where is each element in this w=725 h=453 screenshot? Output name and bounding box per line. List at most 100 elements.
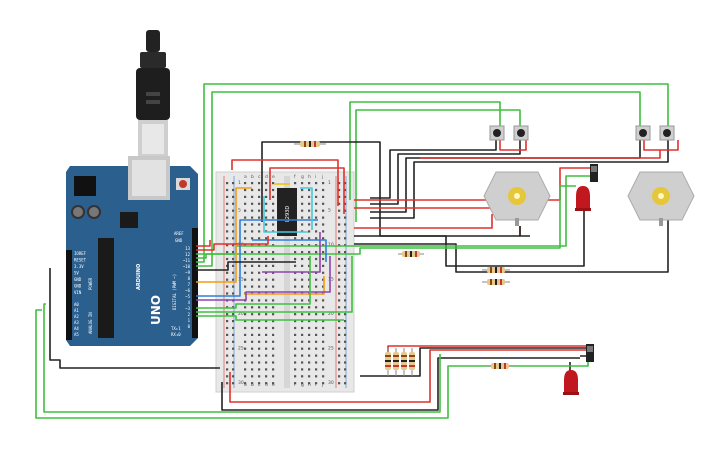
breadboard-hole — [308, 320, 311, 323]
breadboard-hole — [315, 375, 318, 378]
breadboard-hole — [232, 195, 235, 198]
breadboard-hole — [308, 223, 311, 226]
breadboard-hole — [258, 237, 261, 240]
push-button-icon[interactable] — [659, 125, 675, 141]
breadboard-hole — [226, 202, 229, 205]
breadboard-hole — [232, 320, 235, 323]
breadboard-hole — [265, 202, 268, 205]
breadboard-hole — [344, 251, 347, 254]
breadboard-hole — [226, 216, 229, 219]
wire-green — [355, 109, 521, 222]
breadboard-hole — [272, 333, 275, 336]
breadboard-hole — [265, 333, 268, 336]
breadboard-hole — [338, 216, 341, 219]
wire-purple — [196, 256, 331, 301]
push-button-icon[interactable] — [489, 125, 505, 141]
breadboard-hole — [315, 347, 318, 350]
breadboard-hole — [301, 237, 304, 240]
breadboard-hole — [244, 195, 247, 198]
column-letter: h — [308, 174, 311, 180]
breadboard-hole — [338, 251, 341, 254]
slide-switch-icon[interactable] — [586, 344, 594, 362]
breadboard-hole — [251, 368, 254, 371]
breadboard-hole — [301, 257, 304, 261]
breadboard-hole — [244, 202, 247, 205]
breadboard-hole — [294, 340, 297, 343]
breadboard-hole — [232, 209, 235, 212]
column-letter: e — [272, 175, 275, 180]
wire-red — [354, 167, 596, 201]
breadboard-hole — [272, 299, 275, 302]
breadboard-hole — [226, 209, 229, 212]
breadboard-hole — [308, 195, 311, 198]
breadboard-hole — [251, 237, 254, 240]
breadboard-hole — [232, 354, 235, 357]
breadboard-hole — [322, 333, 325, 336]
breadboard-hole — [258, 271, 261, 274]
breadboard-hole — [272, 216, 275, 219]
breadboard-hole — [344, 285, 347, 288]
breadboard-hole — [308, 299, 311, 302]
breadboard-hole — [308, 375, 311, 378]
breadboard-hole — [344, 340, 347, 343]
breadboard-hole — [315, 361, 318, 364]
breadboard-hole — [258, 340, 261, 343]
tx-label: TX▸1 — [171, 326, 181, 331]
breadboard-hole — [308, 326, 311, 330]
breadboard-hole — [244, 320, 247, 323]
breadboard-hole — [226, 313, 229, 316]
wire-green — [196, 256, 353, 313]
breadboard-hole — [322, 223, 325, 226]
breadboard-hole — [244, 313, 247, 316]
dc-motor-icon — [483, 171, 551, 226]
breadboard-hole — [251, 251, 254, 254]
push-button-icon[interactable] — [513, 125, 529, 141]
breadboard-hole — [265, 326, 268, 330]
breadboard-hole — [344, 182, 347, 185]
breadboard-hole — [308, 354, 311, 357]
breadboard-hole — [308, 306, 311, 309]
wire-cyan — [263, 196, 308, 233]
slide-switch-icon[interactable] — [590, 164, 598, 182]
push-button-icon[interactable] — [635, 125, 651, 141]
wire-orange — [244, 276, 325, 295]
breadboard-hole — [315, 313, 318, 316]
breadboard-hole — [301, 195, 304, 198]
breadboard-hole — [301, 271, 304, 274]
breadboard-hole — [338, 292, 341, 295]
breadboard-hole — [344, 216, 347, 219]
breadboard-hole — [294, 347, 297, 350]
breadboard-hole — [308, 368, 311, 371]
column-letter: a — [244, 383, 247, 388]
breadboard-hole — [244, 340, 247, 343]
breadboard-hole — [226, 251, 229, 254]
breadboard-hole — [301, 182, 304, 185]
breadboard-hole — [244, 223, 247, 226]
breadboard-hole — [322, 347, 325, 350]
breadboard-hole — [258, 313, 261, 316]
breadboard-hole — [322, 299, 325, 302]
breadboard-hole — [308, 333, 311, 336]
breadboard-hole — [272, 182, 275, 185]
breadboard-hole — [244, 347, 247, 350]
breadboard-hole — [251, 209, 254, 212]
wire-black — [370, 140, 497, 199]
breadboard-hole — [226, 230, 229, 233]
resistor-icon — [385, 348, 391, 376]
breadboard-hole — [232, 237, 235, 240]
breadboard-hole — [265, 257, 268, 261]
breadboard-hole — [322, 188, 325, 192]
breadboard-hole — [265, 361, 268, 364]
pin-label: 13 — [185, 246, 190, 251]
breadboard-hole — [226, 354, 229, 357]
row-number: 30 — [238, 380, 244, 386]
breadboard-hole — [244, 326, 247, 330]
wire-blue — [196, 219, 318, 297]
breadboard-hole — [232, 292, 235, 295]
breadboard-hole — [308, 237, 311, 240]
column-letter: c — [258, 383, 261, 388]
breadboard-hole — [258, 182, 261, 185]
row-number: 15 — [238, 277, 244, 283]
breadboard-hole — [315, 278, 318, 281]
